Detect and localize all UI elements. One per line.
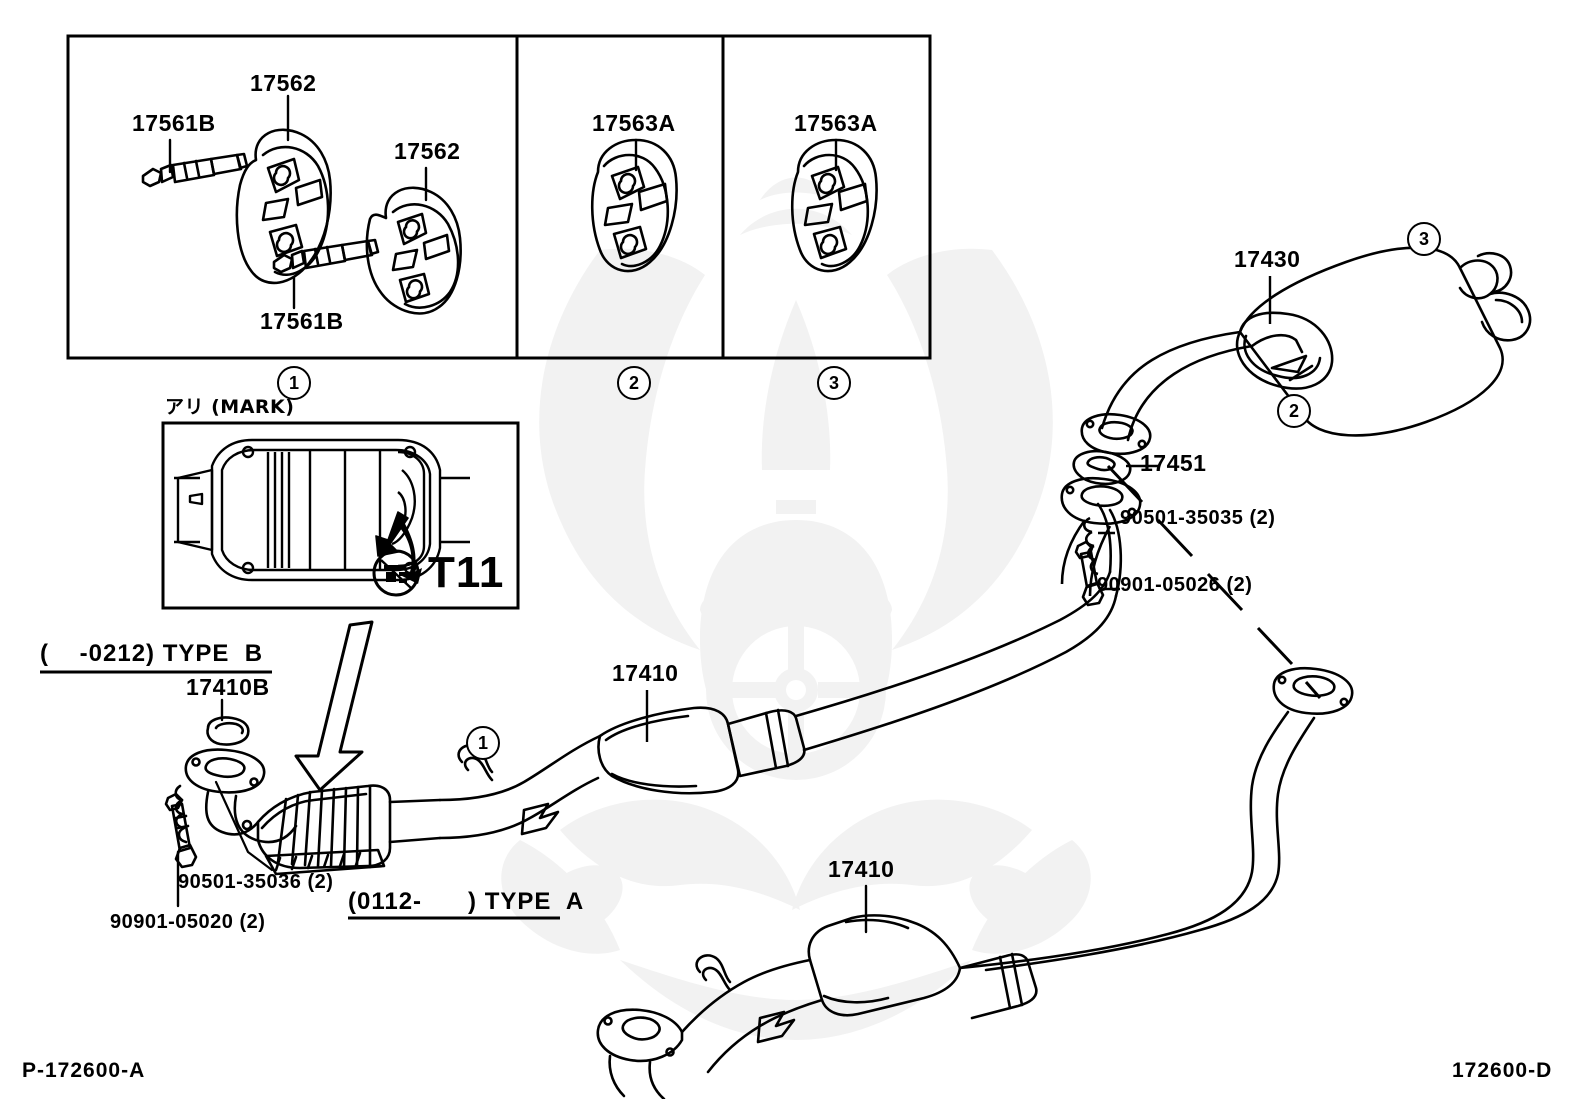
label-17561B-bottom: 17561B <box>260 308 344 334</box>
watermark-emblem <box>501 177 1091 1040</box>
label-90501-35036: 90501-35036 (2) <box>178 871 334 893</box>
type-b-header: ( -0212) TYPE B <box>40 640 264 667</box>
mark-box-converter-detail <box>174 438 470 597</box>
callout-number-3: 3 <box>1407 222 1441 256</box>
center-pipe-assembly-upper <box>438 502 1123 840</box>
stud-bolt-lower <box>272 238 380 274</box>
muffler-assembly <box>1100 246 1532 442</box>
label-90901-05026: 90901-05026 (2) <box>1097 574 1253 596</box>
panel-number-1: 1 <box>277 366 311 400</box>
panel-3-parts <box>790 138 878 273</box>
label-17562-right: 17562 <box>394 138 461 164</box>
label-17430-muffler: 17430 <box>1234 246 1301 272</box>
callout-number-1: 1 <box>466 726 500 760</box>
label-17563A-panel2: 17563A <box>592 110 676 136</box>
label-17410-upper: 17410 <box>612 660 679 686</box>
mark-box-caption: アリ (MARK) <box>165 396 295 418</box>
label-17410B: 17410B <box>186 674 270 700</box>
panel-number-3: 3 <box>817 366 851 400</box>
flange-gasket-stack <box>1060 412 1354 715</box>
panel-number-2: 2 <box>617 366 651 400</box>
mark-to-part-arrow <box>294 620 374 792</box>
stud-bolt-upper <box>141 152 249 188</box>
exhaust-mount-lower <box>365 186 462 315</box>
label-17410-lower: 17410 <box>828 856 895 882</box>
main-leader-lines <box>645 276 1272 742</box>
panel-2-parts <box>590 138 678 273</box>
mark-box <box>161 421 520 610</box>
label-90501-35035: 90501-35035 (2) <box>1120 507 1276 529</box>
type-a-header: (0112- ) TYPE A <box>348 888 585 915</box>
stamp-code-t11: T11 <box>428 548 505 597</box>
label-17563A-panel3: 17563A <box>794 110 878 136</box>
label-17451-gasket: 17451 <box>1140 450 1207 476</box>
callout-number-2: 2 <box>1277 394 1311 428</box>
type-b-assembly <box>164 698 442 908</box>
panel-1-parts <box>141 94 462 315</box>
footer-left-code: P-172600-A <box>22 1059 146 1082</box>
label-17561B-top: 17561B <box>132 110 216 136</box>
exhaust-mount-upper <box>235 128 332 285</box>
label-90901-05020: 90901-05020 (2) <box>110 911 266 933</box>
top-panel-boxes <box>66 34 932 360</box>
label-17562-top: 17562 <box>250 70 317 96</box>
lower-tailpipe <box>596 710 1316 1099</box>
footer-right-code: 172600-D <box>1452 1059 1553 1082</box>
